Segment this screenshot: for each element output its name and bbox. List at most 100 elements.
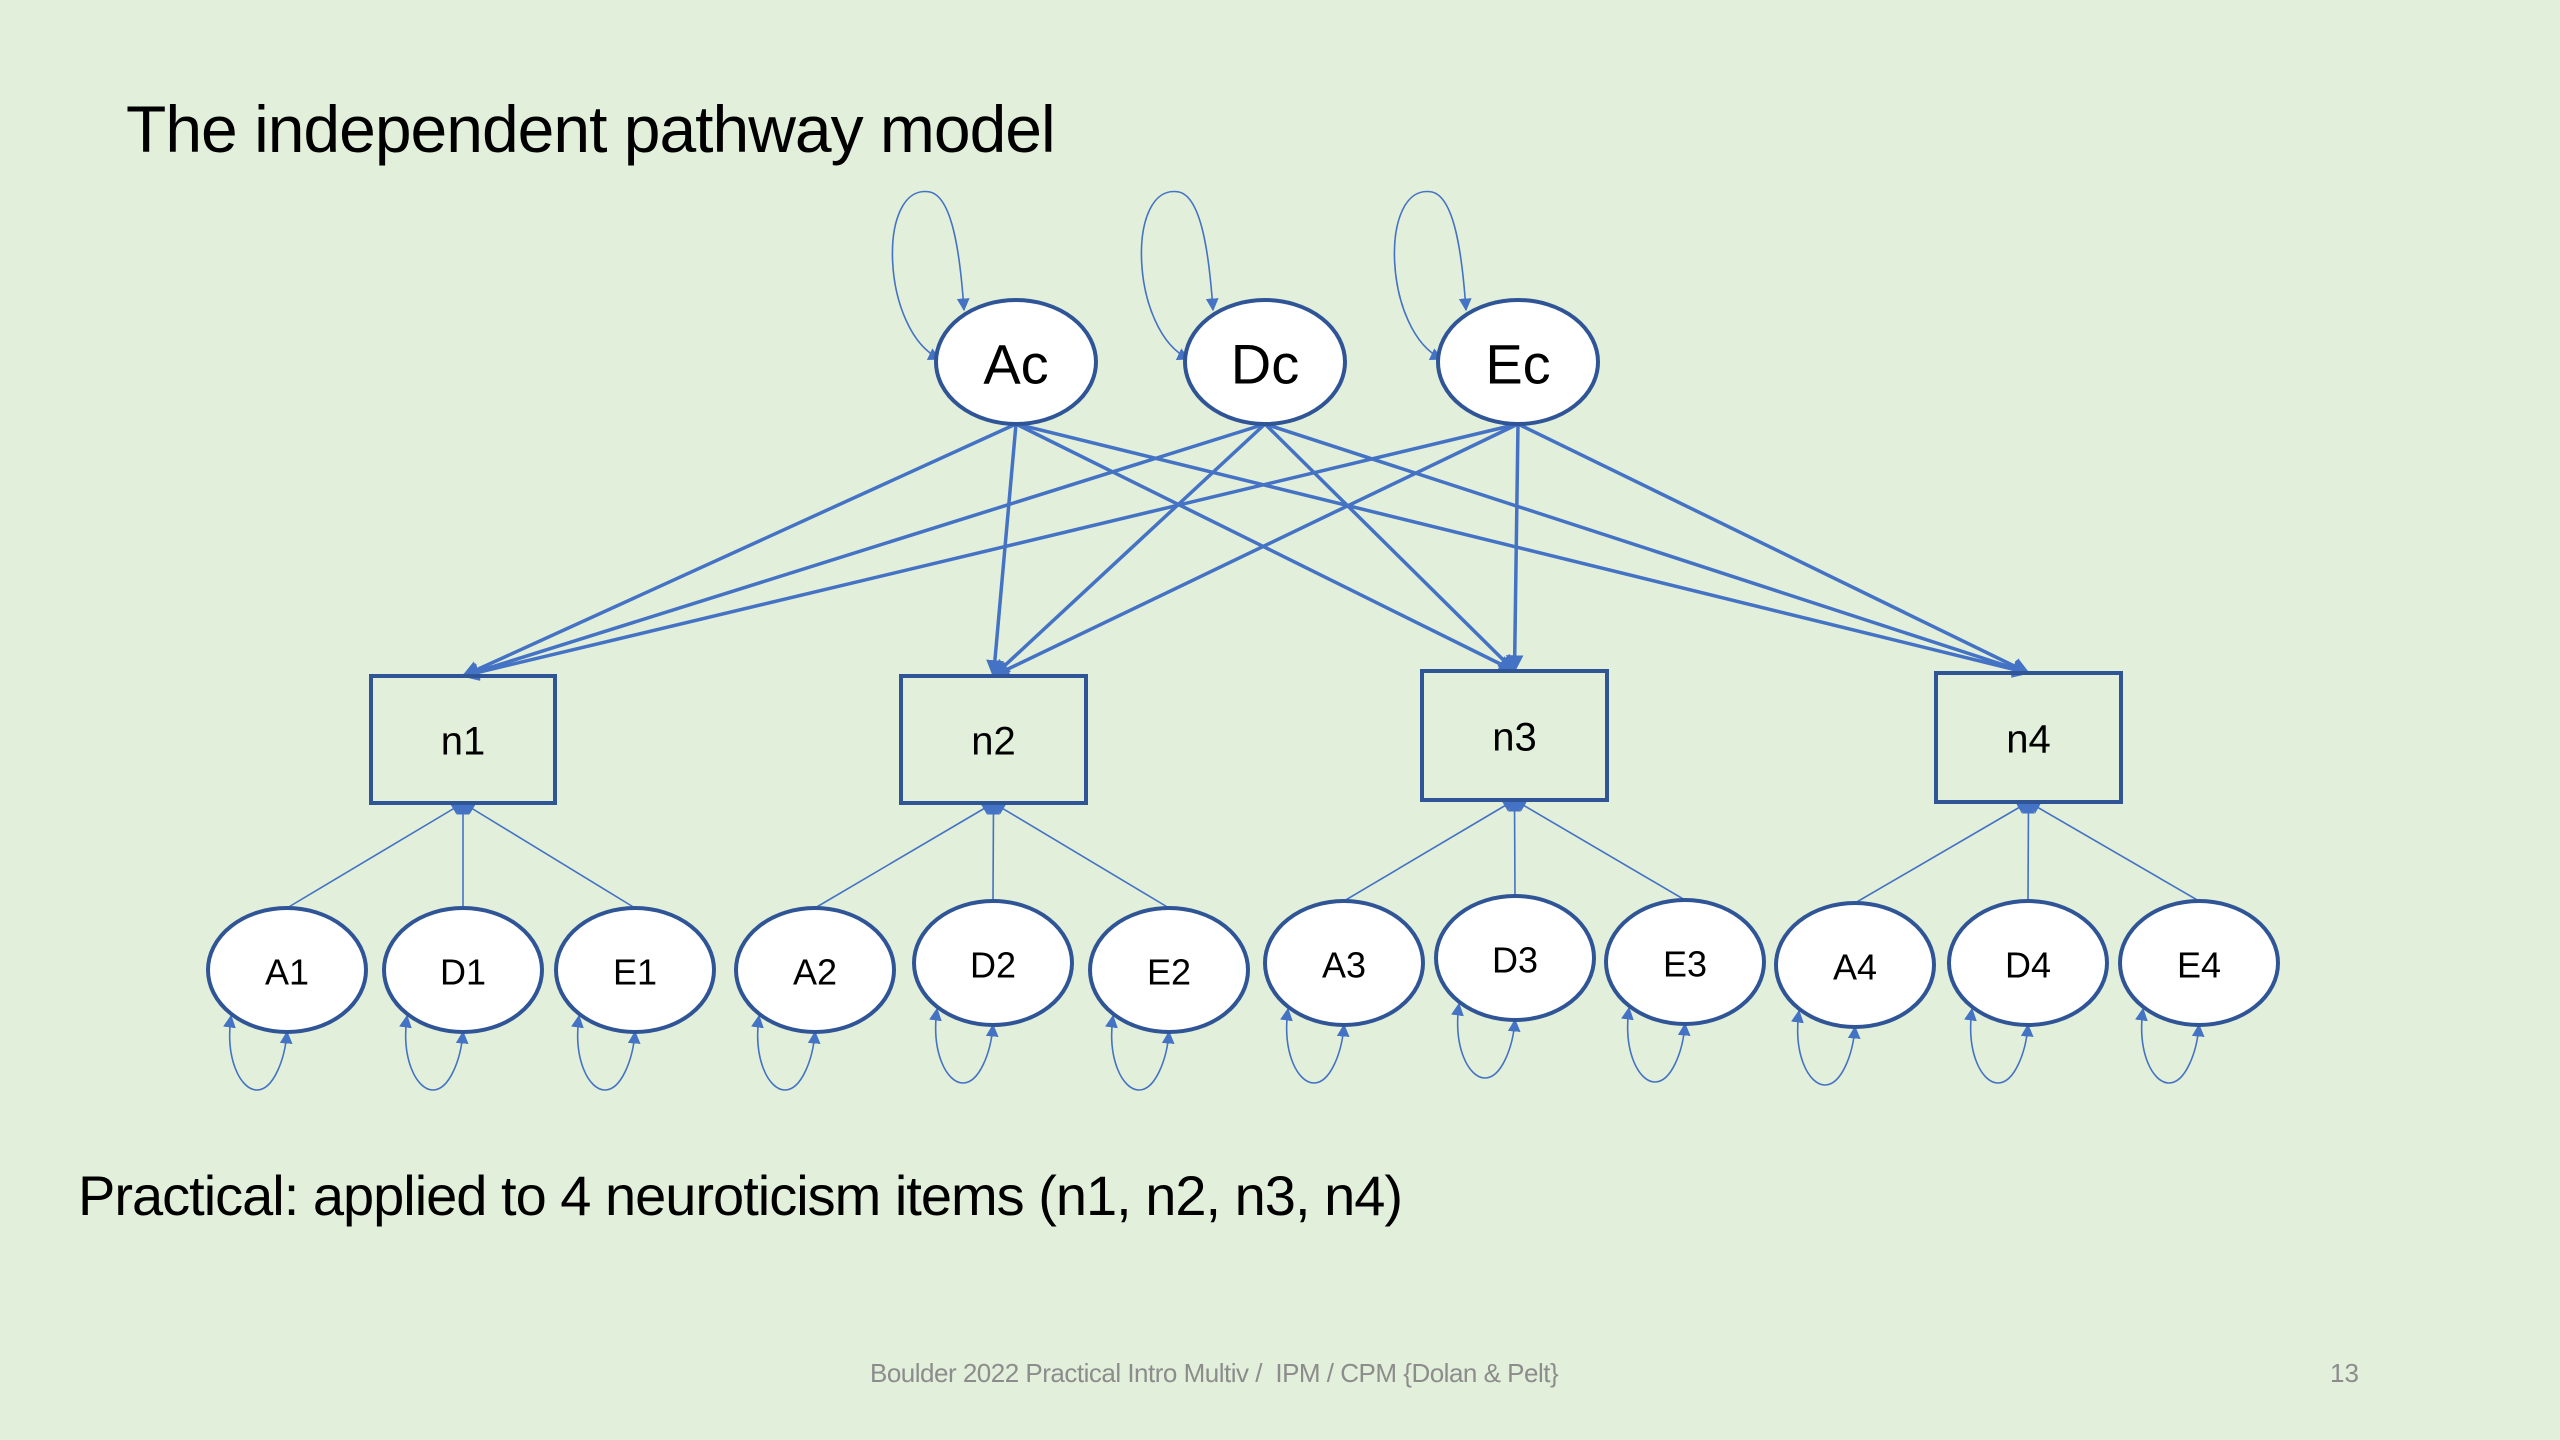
observed-box — [1420, 669, 1609, 802]
path-Ec-to-n3 — [1505, 423, 1524, 673]
path-D4-to-n4 — [2022, 800, 2035, 902]
observed-box — [899, 674, 1088, 805]
path-D2-to-n2 — [987, 801, 1000, 902]
specific-ellipse — [1088, 906, 1250, 1034]
specific-ellipse — [1604, 898, 1766, 1026]
latent-node-Ac: Ac — [934, 298, 1098, 426]
path-Dc-to-n2 — [992, 422, 1267, 678]
variance-loop-D4 — [1964, 1007, 2034, 1084]
specific-node-E1: E1 — [554, 906, 716, 1034]
specific-label: A4 — [1833, 947, 1877, 988]
path-Ec-to-n4 — [1517, 422, 2031, 675]
path-A2-to-n2 — [814, 802, 995, 909]
variance-loop-E2 — [1105, 1014, 1175, 1091]
specific-node-A3: A3 — [1263, 899, 1425, 1027]
variance-loop-E3 — [1621, 1006, 1691, 1083]
variance-loop-A4 — [1791, 1009, 1861, 1086]
specific-ellipse — [206, 906, 368, 1034]
variance-loop-D3 — [1451, 1002, 1521, 1079]
path-Ac-to-n1 — [461, 422, 1017, 678]
latent-node-Ec: Ec — [1436, 298, 1600, 426]
variance-loop-Ec — [1393, 191, 1472, 360]
specific-label: A3 — [1322, 945, 1366, 986]
specific-label: A2 — [793, 952, 837, 993]
page-number: 13 — [2330, 1358, 2359, 1388]
observed-node-n3: n3 — [1420, 669, 1609, 802]
latent-label: Ec — [1485, 333, 1550, 396]
path-A3-to-n3 — [1343, 799, 1516, 902]
latent-ellipse — [1183, 298, 1347, 426]
specific-ellipse — [912, 899, 1074, 1027]
path-Ac-to-n2 — [986, 423, 1018, 678]
specific-ellipse — [1434, 894, 1596, 1022]
observed-label: n4 — [2006, 718, 2051, 762]
latent-label: Ac — [983, 333, 1048, 396]
observed-label: n1 — [441, 720, 486, 764]
variance-loop-A3 — [1280, 1007, 1350, 1084]
observed-node-n1: n1 — [369, 674, 557, 805]
path-Dc-to-n1 — [461, 422, 1266, 680]
specific-ellipse — [382, 906, 544, 1034]
specific-label: A1 — [265, 952, 309, 993]
practical-note: Practical: applied to 4 neuroticism item… — [78, 1164, 1403, 1227]
footer-text: Boulder 2022 Practical Intro Multiv / IP… — [870, 1358, 1559, 1388]
paths-layer — [286, 422, 2200, 909]
specific-ellipse — [1947, 899, 2109, 1027]
specific-ellipse — [554, 906, 716, 1034]
variance-loop-Dc — [1140, 191, 1219, 360]
variance-loop-E1 — [571, 1014, 641, 1091]
specific-node-E4: E4 — [2118, 899, 2280, 1027]
observed-label: n2 — [971, 720, 1016, 764]
observed-node-n2: n2 — [899, 674, 1088, 805]
observed-box — [369, 674, 557, 805]
path-D3-to-n3 — [1508, 798, 1521, 897]
specific-node-D4: D4 — [1947, 899, 2109, 1027]
specific-node-D1: D1 — [382, 906, 544, 1034]
specific-label: E3 — [1663, 944, 1707, 985]
variance-loop-D1 — [399, 1014, 469, 1091]
variance-loop-Ac — [891, 191, 970, 360]
variance-loop-A1 — [223, 1014, 293, 1091]
specific-label: E2 — [1147, 952, 1191, 993]
path-A1-to-n1 — [286, 802, 465, 909]
latent-label: Dc — [1231, 333, 1299, 396]
observed-label: n3 — [1492, 716, 1537, 760]
variance-loop-A2 — [751, 1014, 821, 1091]
specific-label: D3 — [1492, 940, 1538, 981]
latent-ellipse — [934, 298, 1098, 426]
latent-ellipse — [1436, 298, 1600, 426]
specific-ellipse — [2118, 899, 2280, 1027]
specific-node-E3: E3 — [1604, 898, 1766, 1026]
specific-label: E4 — [2177, 945, 2221, 986]
slide-title: The independent pathway model — [126, 92, 1056, 166]
path-A4-to-n4 — [1854, 801, 2030, 904]
specific-node-A4: A4 — [1774, 901, 1936, 1029]
specific-node-E2: E2 — [1088, 906, 1250, 1034]
specific-label: D2 — [970, 945, 1016, 986]
specific-node-A1: A1 — [206, 906, 368, 1034]
path-E4-to-n4 — [2027, 801, 2200, 902]
path-Ec-to-n2 — [991, 422, 1519, 678]
path-E1-to-n1 — [461, 802, 636, 909]
specific-node-A2: A2 — [734, 906, 896, 1034]
path-Dc-to-n3 — [1263, 422, 1516, 673]
specific-ellipse — [734, 906, 896, 1034]
path-Ac-to-n4 — [1015, 422, 2031, 678]
latent-node-Dc: Dc — [1183, 298, 1347, 426]
specific-node-D2: D2 — [912, 899, 1074, 1027]
specific-node-D3: D3 — [1434, 894, 1596, 1022]
specific-label: E1 — [613, 952, 657, 993]
variance-loop-E4 — [2135, 1007, 2205, 1084]
path-E2-to-n2 — [992, 802, 1170, 909]
path-Dc-to-n4 — [1264, 422, 2031, 677]
variance-loop-D2 — [929, 1007, 999, 1084]
path-Ac-to-n3 — [1015, 422, 1517, 673]
specific-ellipse — [1263, 899, 1425, 1027]
variance-loops-layer — [223, 191, 2205, 1091]
path-Ec-to-n1 — [461, 422, 1519, 681]
specific-label: D4 — [2005, 945, 2051, 986]
path-E3-to-n3 — [1513, 799, 1686, 901]
